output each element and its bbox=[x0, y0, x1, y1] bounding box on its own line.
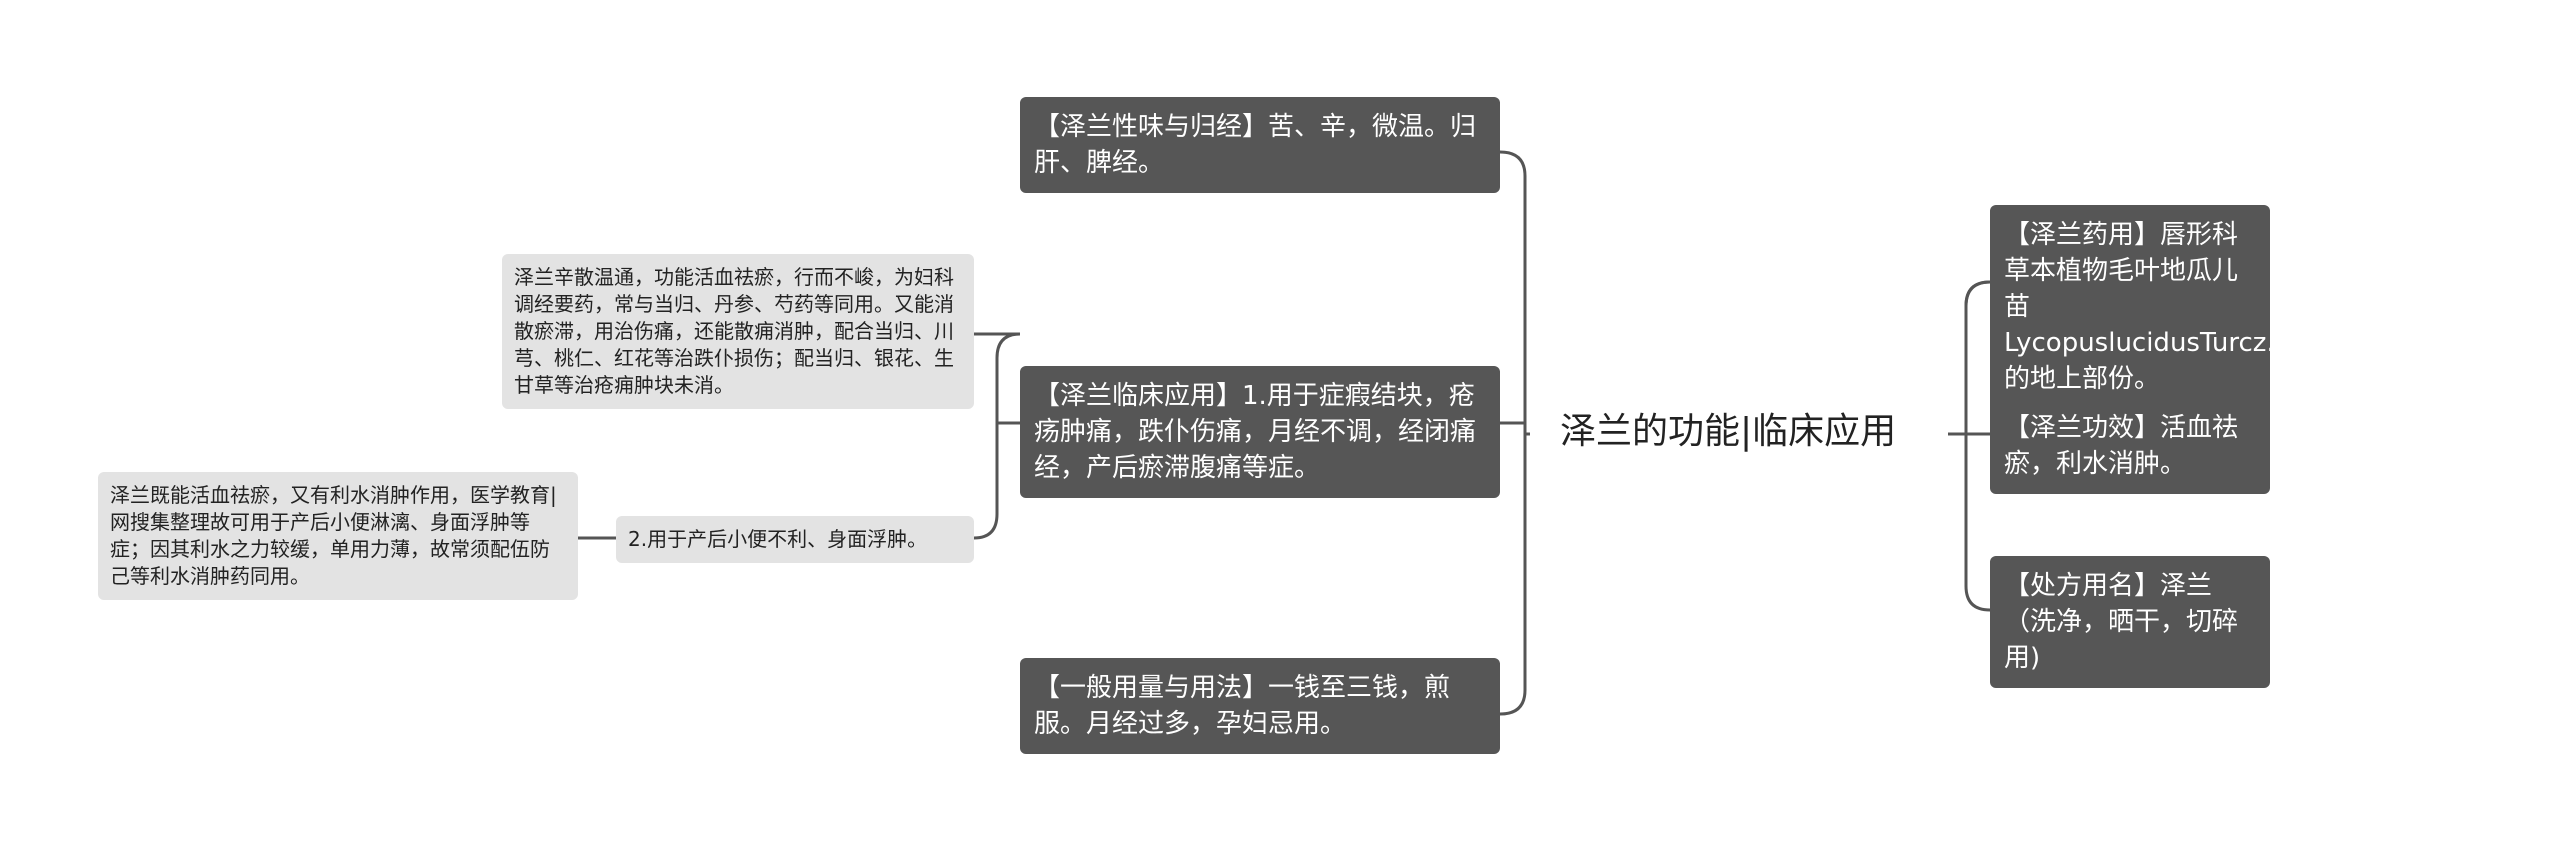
node-prescription-name: 【处方用名】泽兰（洗净，晒干，切碎用) bbox=[1990, 556, 2270, 688]
connector-right-1 bbox=[1964, 280, 1991, 434]
connector-right-trunk bbox=[1964, 280, 1991, 612]
node-taste-meridian: 【泽兰性味与归经】苦、辛，微温。归肝、脾经。 bbox=[1020, 97, 1500, 193]
node-use-2: 2.用于产后小便不利、身面浮肿。 bbox=[616, 516, 974, 563]
node-use-2-detail: 泽兰既能活血祛瘀，又有利水消肿作用，医学教育|网搜集整理故可用于产后小便淋漓、身… bbox=[98, 472, 578, 600]
connector-left-trunk bbox=[1499, 150, 1527, 716]
node-medicinal-source: 【泽兰药用】唇形科草本植物毛叶地瓜儿苗LycopuslucidusTurcz.v… bbox=[1990, 205, 2478, 409]
root-topic: 泽兰的功能|临床应用 bbox=[1560, 411, 1897, 452]
connector-clinical-sub bbox=[973, 332, 1021, 540]
node-efficacy: 【泽兰功效】活血祛瘀，利水消肿。 bbox=[1990, 398, 2270, 494]
node-dosage-usage: 【一般用量与用法】一钱至三钱，煎服。月经过多，孕妇忌用。 bbox=[1020, 658, 1500, 754]
node-clinical-application: 【泽兰临床应用】1.用于症瘕结块，疮疡肿痛，跌仆伤痛，月经不调，经闭痛经，产后瘀… bbox=[1020, 366, 1500, 498]
node-clinical-detail: 泽兰辛散温通，功能活血祛瘀，行而不峻，为妇科调经要药，常与当归、丹参、芍药等同用… bbox=[502, 254, 974, 409]
